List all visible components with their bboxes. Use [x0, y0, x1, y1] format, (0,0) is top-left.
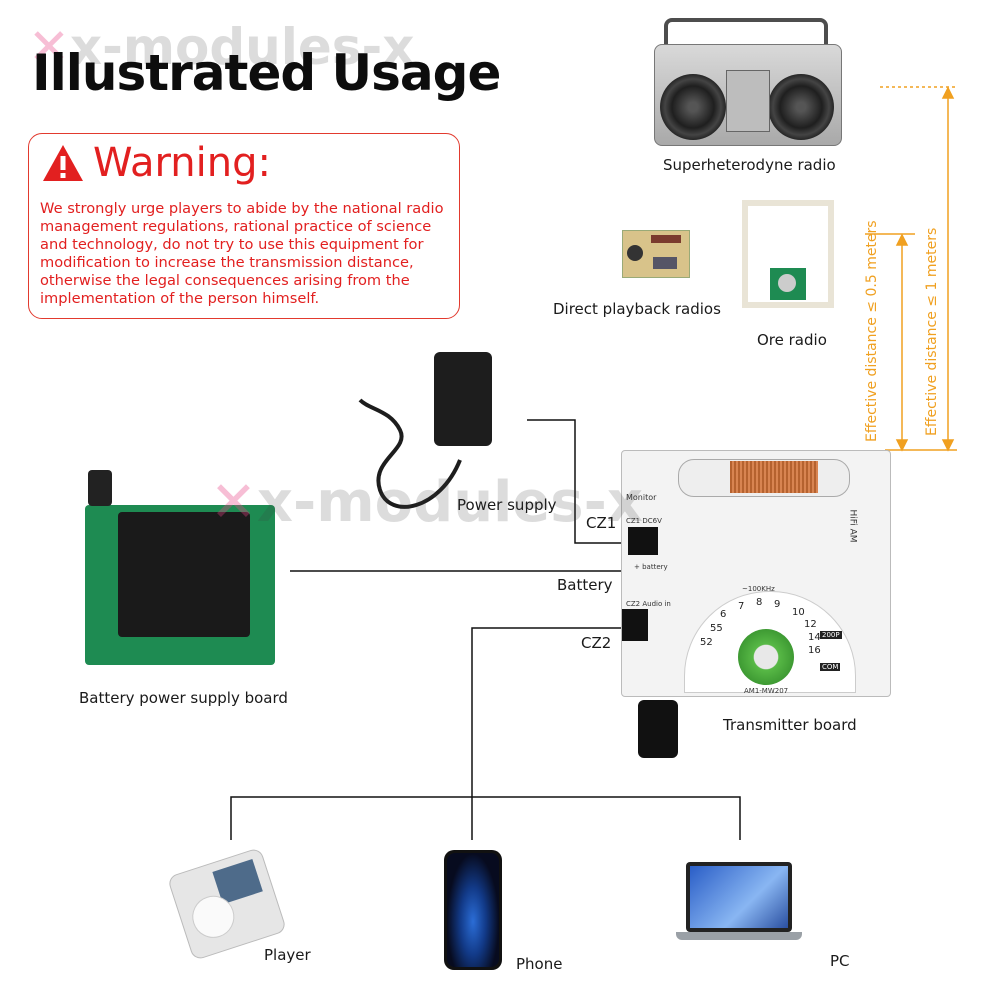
warning-title: Warning:	[93, 140, 271, 186]
right-speaker	[768, 74, 834, 140]
cap-label: 200P	[820, 631, 842, 639]
power-supply-label: Power supply	[457, 496, 557, 514]
freq-text: ~100KHz	[742, 585, 775, 593]
dc-jack	[628, 527, 658, 555]
dial-8: 8	[756, 597, 763, 608]
dial-16: 16	[808, 645, 821, 656]
page-title: Illustrated Usage	[32, 44, 501, 102]
battery-board-text: + battery	[634, 563, 668, 571]
audio-jack	[622, 609, 648, 641]
audio-line	[471, 627, 628, 840]
antenna-coil	[730, 461, 818, 493]
adapter-cable	[358, 398, 462, 509]
dial-14: 14	[808, 632, 821, 643]
dial-6: 6	[720, 609, 727, 620]
dial-7: 7	[738, 601, 745, 612]
distance-05m-label: Effective distance ≤ 0.5 meters	[864, 220, 880, 442]
cz1-label: CZ1	[586, 514, 617, 532]
dial-10: 10	[792, 607, 805, 618]
dial-52: 52	[700, 637, 713, 648]
battery-knob	[88, 470, 112, 506]
source-branch-line	[230, 796, 741, 840]
adapter-body	[434, 352, 492, 446]
player-label: Player	[264, 946, 311, 964]
pc-label: PC	[830, 952, 850, 970]
watermark-2-text: x-modules-x	[256, 470, 643, 535]
ore-radio-label: Ore radio	[757, 331, 827, 349]
model-text: AM1-MW207	[744, 687, 789, 695]
watermark: ✕x-modules-x	[28, 18, 415, 76]
phone-label: Phone	[516, 955, 563, 973]
battery-label: Battery	[557, 576, 613, 594]
cz2-label: CZ2	[581, 634, 612, 652]
direct-playback-radio	[622, 230, 690, 278]
pc-screen	[686, 862, 792, 932]
power-line	[527, 419, 622, 544]
volume-knob[interactable]	[638, 700, 678, 758]
transmitter-label: Transmitter board	[723, 716, 857, 734]
left-speaker	[660, 74, 726, 140]
ore-radio	[742, 200, 834, 308]
phone-device	[444, 850, 502, 970]
tuning-knob[interactable]	[738, 629, 794, 685]
warning-header: Warning:	[41, 140, 271, 186]
boombox-handle	[664, 18, 828, 46]
com-label: COM	[820, 663, 841, 671]
warning-text: We strongly urge players to abide by the…	[40, 200, 444, 307]
monitor-text: Monitor	[626, 493, 657, 502]
watermark-text: x-modules-x	[69, 18, 415, 76]
battery-board-label: Battery power supply board	[79, 689, 288, 707]
superhet-label: Superheterodyne radio	[663, 156, 836, 174]
cassette-deck	[726, 70, 770, 132]
watermark-2: ✕x-modules-x	[210, 470, 643, 535]
battery-holder	[118, 512, 250, 637]
dial-9: 9	[774, 599, 781, 610]
transmitter-board: Monitor CZ1 DC6V + battery CZ2 Audio in …	[621, 450, 891, 697]
cz1-board-text: CZ1 DC6V	[626, 517, 662, 525]
pc-base	[676, 932, 802, 940]
distance-1m-label: Effective distance ≤ 1 meters	[924, 227, 940, 436]
dial-12: 12	[804, 619, 817, 630]
warning-box: Warning: We strongly urge players to abi…	[28, 133, 460, 319]
warning-icon	[43, 145, 83, 181]
dial-55: 55	[710, 623, 723, 634]
direct-playback-label: Direct playback radios	[553, 300, 721, 318]
cz2-board-text: CZ2 Audio in	[626, 600, 671, 608]
hifi-text: HiFi AM	[847, 509, 858, 543]
